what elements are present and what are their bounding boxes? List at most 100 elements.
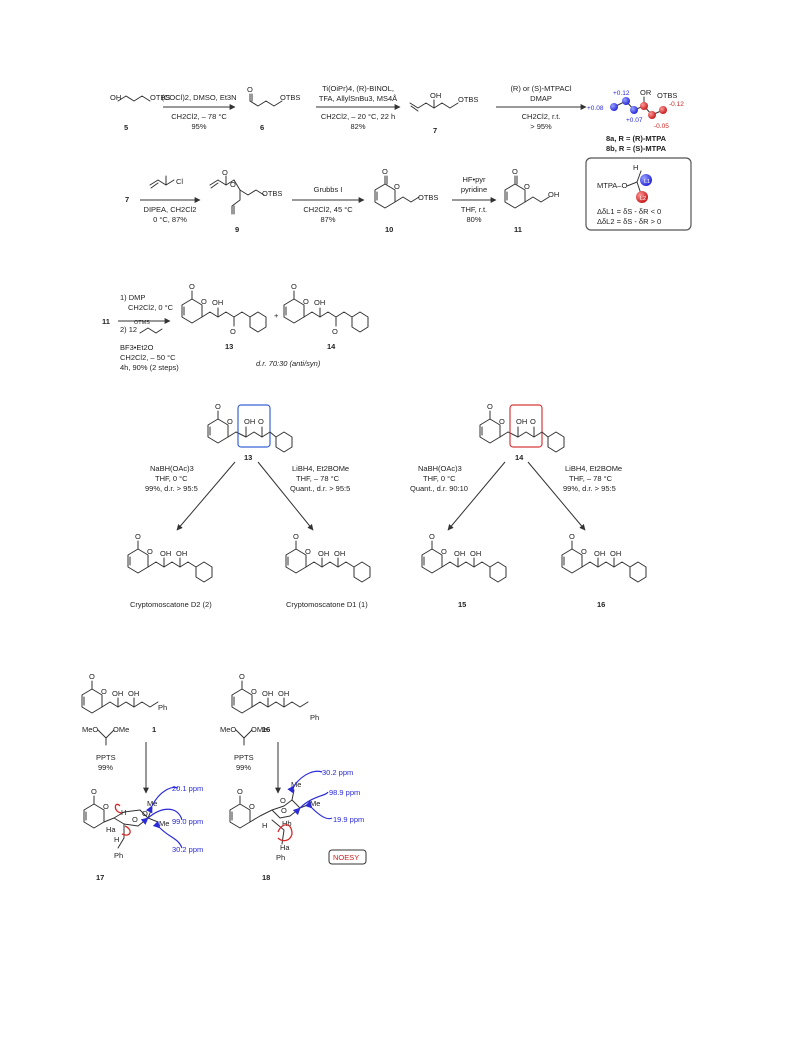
svg-text:O: O [135, 532, 141, 541]
r5-reagent-right: MeO OMe PPTS 99% [220, 725, 281, 794]
svg-text:Cryptomoscatone D1 (1): Cryptomoscatone D1 (1) [286, 600, 368, 609]
svg-text:OH: OH [112, 689, 123, 698]
svg-text:OH: OH [278, 689, 289, 698]
c18-shift-3: 19.9 ppm [333, 815, 364, 824]
compound-14: O O OH O 14 [283, 282, 369, 351]
svg-text:pyridine: pyridine [461, 185, 487, 194]
svg-text:O: O [103, 802, 109, 811]
shift-b: +0.08 [587, 105, 604, 112]
c8a-label: 8a, R = (R)-MTPA [606, 134, 667, 143]
svg-text:OH: OH [176, 549, 187, 558]
svg-text:(R) or (S)-MTPACl: (R) or (S)-MTPACl [510, 84, 571, 93]
svg-text:OTBS: OTBS [280, 93, 300, 102]
svg-text:O: O [429, 532, 435, 541]
step-allylation: Ti(OiPr)4, (R)-BINOL, TFA, AllylSnBu3, M… [316, 84, 401, 131]
svg-text:OH: OH [454, 549, 465, 558]
shift-d: -0.05 [654, 123, 669, 130]
svg-text:O: O [215, 402, 221, 411]
svg-text:OH: OH [548, 190, 559, 199]
svg-text:O: O [499, 417, 505, 426]
r5-c16-label: 16 [262, 725, 270, 734]
svg-text:NaBH(OAc)3: NaBH(OAc)3 [150, 464, 194, 473]
svg-text:O: O [89, 672, 95, 681]
c14-label: 14 [327, 342, 336, 351]
c10-label: 10 [385, 225, 393, 234]
svg-text:L2: L2 [640, 196, 646, 202]
r2-start-7: 7 [125, 195, 129, 204]
svg-text:O: O [293, 532, 299, 541]
svg-text:CH2Cl2, – 20 °C, 22 h: CH2Cl2, – 20 °C, 22 h [321, 112, 395, 121]
svg-text:82%: 82% [350, 122, 365, 131]
svg-text:OH: OH [318, 549, 329, 558]
svg-text:4h, 90% (2 steps): 4h, 90% (2 steps) [120, 363, 179, 372]
svg-text:O: O [280, 796, 286, 805]
svg-text:15: 15 [458, 600, 466, 609]
svg-text:HF•pyr: HF•pyr [462, 175, 486, 184]
svg-text:OR: OR [640, 88, 652, 97]
svg-text:O: O [132, 815, 138, 824]
svg-text:ΔδL1 = δS - δR < 0: ΔδL1 = δS - δR < 0 [597, 207, 661, 216]
compound-17: O O H Ha O O Me Me H Ph 20.1 ppm 99.0 pp… [83, 784, 203, 882]
svg-text:O: O [569, 532, 575, 541]
svg-text:Ph: Ph [158, 703, 167, 712]
svg-text:Ph: Ph [276, 853, 285, 862]
svg-text:O: O [530, 417, 536, 426]
compound-9: O O OTBS 9 [209, 168, 282, 234]
svg-text:OTBS: OTBS [262, 189, 282, 198]
svg-text:O: O [230, 327, 236, 336]
svg-text:LiBH4, Et2BOMe: LiBH4, Et2BOMe [292, 464, 349, 473]
svg-text:CH2Cl2, 45 °C: CH2Cl2, 45 °C [303, 205, 353, 214]
compound-7: OH OTBS 7 [409, 91, 478, 135]
svg-text:PPTS: PPTS [96, 753, 116, 762]
svg-text:O: O [394, 182, 400, 191]
svg-text:MeO: MeO [220, 725, 236, 734]
svg-text:80%: 80% [466, 215, 481, 224]
c11-label: 11 [514, 225, 522, 234]
svg-text:MeO: MeO [82, 725, 98, 734]
svg-text:O: O [281, 806, 287, 815]
svg-text:Hb: Hb [282, 819, 292, 828]
compound-11: O O OH 11 [504, 167, 559, 234]
svg-text:O: O [91, 787, 97, 796]
c5-otbs: OTBS [150, 93, 170, 102]
step-acrylation: Cl DIPEA, CH2Cl2 0 °C, 87% [140, 175, 201, 224]
svg-text:OH: OH [212, 298, 223, 307]
svg-text:NOESY: NOESY [333, 853, 359, 862]
svg-text:Cryptomoscatone D2 (2): Cryptomoscatone D2 (2) [130, 600, 212, 609]
svg-text:MTPA–O: MTPA–O [597, 181, 627, 190]
svg-text:THF, r.t.: THF, r.t. [461, 205, 487, 214]
product-16: O O OH OH 16 [561, 532, 647, 609]
svg-text:O: O [382, 167, 388, 176]
svg-text:O: O [230, 180, 236, 189]
svg-text:14: 14 [515, 453, 524, 462]
svg-text:Me: Me [147, 799, 157, 808]
svg-text:OH: OH [430, 91, 441, 100]
svg-text:Ha: Ha [106, 825, 116, 834]
svg-text:CH2Cl2, 0 °C: CH2Cl2, 0 °C [128, 303, 174, 312]
svg-text:O: O [487, 402, 493, 411]
compound-18: O O O O Me Me H Hb Ha Ph 30.2 ppm 98.9 p… [229, 768, 364, 882]
svg-text:H: H [114, 835, 119, 844]
svg-text:O: O [441, 547, 447, 556]
svg-text:99%, d.r. > 95:5: 99%, d.r. > 95:5 [145, 484, 198, 493]
svg-text:87%: 87% [320, 215, 335, 224]
svg-text:13: 13 [244, 453, 252, 462]
svg-text:O: O [189, 282, 195, 291]
svg-text:OH: OH [610, 549, 621, 558]
svg-text:0 °C, 87%: 0 °C, 87% [153, 215, 187, 224]
svg-text:H: H [633, 163, 638, 172]
svg-text:95%: 95% [191, 122, 206, 131]
c18-label: 18 [262, 873, 270, 882]
c6-label: 6 [260, 123, 264, 132]
r5-reagent-left: MeO OMe PPTS 99% [82, 725, 149, 794]
svg-text:Quant., d.r. 90:10: Quant., d.r. 90:10 [410, 484, 468, 493]
svg-text:OTBS: OTBS [458, 95, 478, 104]
c17-label: 17 [96, 873, 104, 882]
svg-text:THF, 0 °C: THF, 0 °C [423, 474, 456, 483]
svg-text:THF, – 78 °C: THF, – 78 °C [569, 474, 613, 483]
svg-text:Ph: Ph [114, 851, 123, 860]
svg-text:OH: OH [128, 689, 139, 698]
svg-text:1) DMP: 1) DMP [120, 293, 145, 302]
svg-text:OH: OH [334, 549, 345, 558]
noesy-badge: NOESY [328, 849, 367, 865]
